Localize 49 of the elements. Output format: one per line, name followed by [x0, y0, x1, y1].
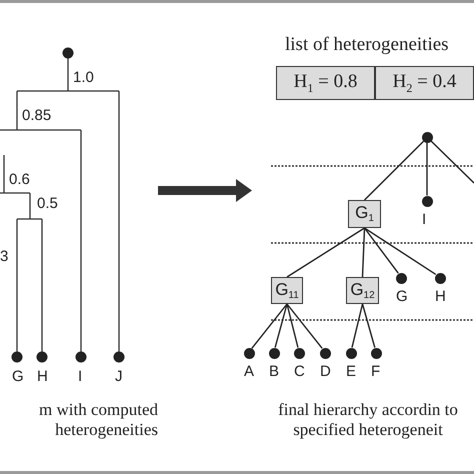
- tree-edge: [251, 304, 288, 349]
- tree-edge: [351, 304, 364, 348]
- tree-edge: [364, 140, 424, 200]
- value-label: I: [78, 368, 82, 386]
- leaf-label: D: [320, 363, 331, 381]
- leaf-label: B: [269, 363, 280, 381]
- leaf-label: G: [396, 288, 408, 306]
- caption: list of heterogeneities: [285, 34, 449, 57]
- value-label: H: [37, 368, 48, 386]
- leaf-dot: [422, 132, 432, 142]
- value-label: 1.0: [73, 69, 94, 87]
- group-box: G$_{11}$: [271, 277, 303, 304]
- leaf-dot: [346, 348, 356, 358]
- value-label: 0.6: [9, 171, 30, 189]
- group-box: G$_{1}$: [348, 200, 381, 228]
- leaf-label: C: [294, 363, 305, 381]
- leaf-label: A: [244, 363, 254, 381]
- caption: m with computed heterogeneities: [38, 400, 158, 441]
- tree-edge: [364, 228, 399, 274]
- tree-edge: [430, 140, 474, 184]
- leaf-dot: [422, 196, 432, 206]
- leaf-label: I: [422, 211, 426, 229]
- table-cell: H$_{2}$ = 0.4: [375, 66, 474, 100]
- tree-edge: [362, 228, 366, 278]
- tree-edge: [364, 227, 436, 276]
- leaf-label: E: [346, 363, 356, 381]
- leaf-dot: [396, 272, 406, 284]
- tree-edge: [286, 227, 365, 278]
- value-label: 0.85: [22, 107, 52, 125]
- leaf-dot: [268, 348, 280, 358]
- value-label: 3: [0, 248, 8, 266]
- leaf-dot: [294, 348, 304, 358]
- leaf-label: F: [371, 363, 380, 381]
- leaf-dot: [370, 348, 382, 358]
- leaf-dot: [244, 348, 254, 358]
- group-box: G$_{12}$: [346, 277, 379, 304]
- value-label: J: [115, 368, 122, 386]
- leaf-dot: [320, 348, 330, 358]
- tree-edge: [362, 304, 376, 348]
- value-label: G: [12, 368, 24, 386]
- value-label: 0.5: [37, 195, 58, 213]
- tree-edge: [286, 304, 299, 348]
- tree-edge: [274, 304, 288, 348]
- caption: final hierarchy accordin to specified heterogeneit: [277, 400, 459, 441]
- tree-edge: [286, 304, 323, 349]
- leaf-label: H: [435, 288, 446, 306]
- tree-edge: [426, 142, 428, 196]
- leaf-dot: [434, 272, 446, 284]
- table-cell: H$_{1}$ = 0.8: [276, 66, 375, 100]
